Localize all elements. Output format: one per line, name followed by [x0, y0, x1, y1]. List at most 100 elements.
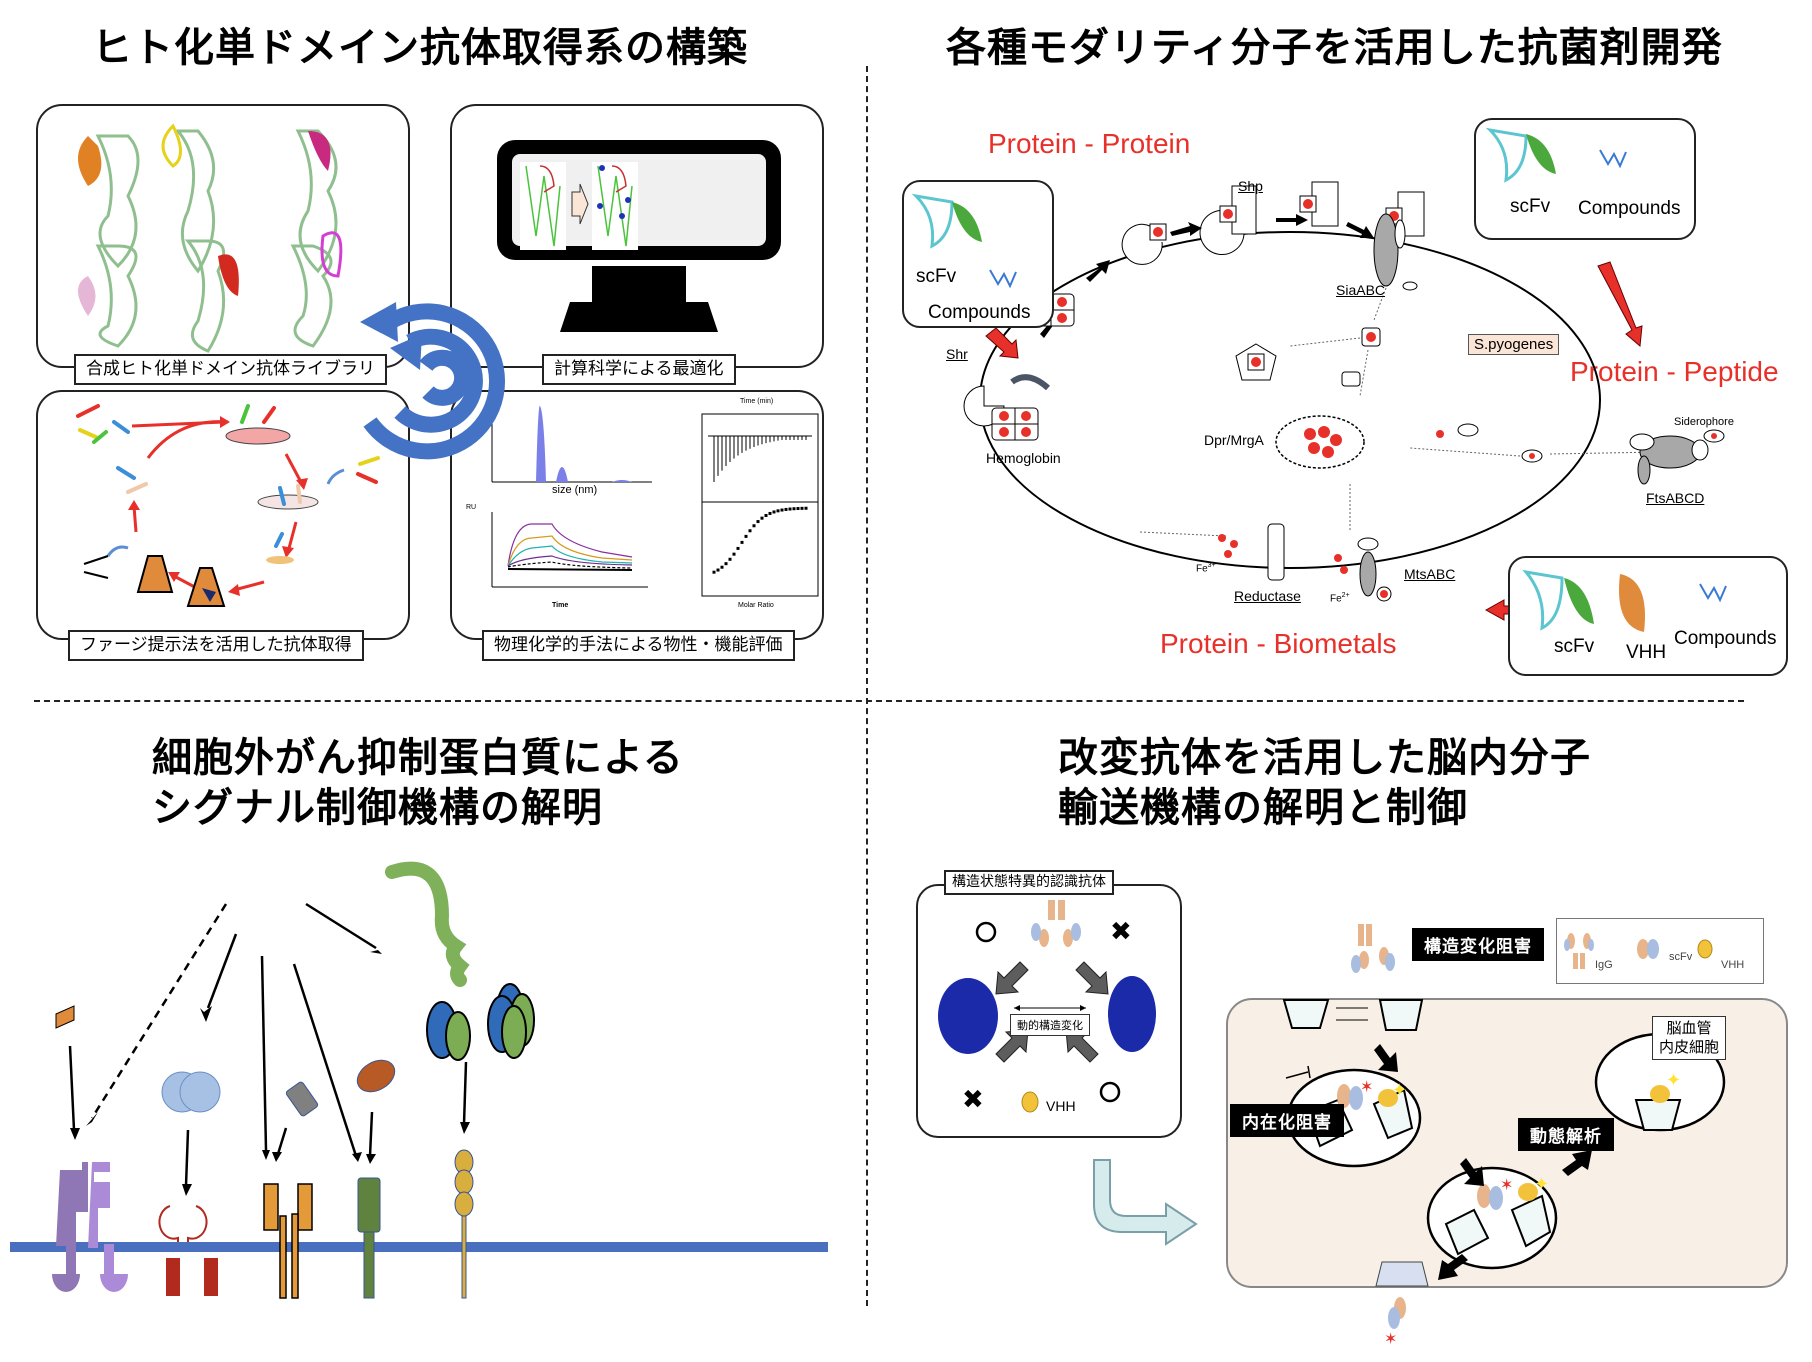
svg-text:✶: ✶ [1384, 1329, 1397, 1348]
label-reductase: Reductase [1234, 588, 1301, 604]
vertical-divider [866, 66, 868, 1306]
dls-peak-3 [612, 480, 632, 482]
legend-box: IgG scFv VHH [1556, 918, 1764, 984]
itc-point [740, 540, 744, 544]
dpr-mrga-complex [1275, 415, 1365, 469]
legend-icons [1564, 933, 1713, 969]
svg-text:✦: ✦ [1666, 1070, 1681, 1091]
itc-point [804, 506, 808, 510]
label-ftsabcd: FtsABCD [1646, 490, 1705, 506]
label-mtsabc: MtsABC [1404, 566, 1456, 582]
exported-vesicle-icon: ✶ [1375, 1261, 1429, 1348]
receptor-red [158, 1205, 208, 1242]
panel-protein-library [36, 104, 410, 368]
fe3-sup: 3+ [1207, 562, 1216, 569]
itc-point [760, 516, 764, 520]
shp-pathway [1121, 181, 1425, 291]
itc-point [732, 552, 736, 556]
brain-endothelial-cell: ✶✶ ✦✦✦ 脳血管 内皮細胞 [1226, 998, 1788, 1288]
heading-protein-biometals: Protein - Biometals [1160, 628, 1397, 659]
cell-label-line1: 脳血管 [1666, 1019, 1712, 1037]
fe3-text: Fe [1196, 563, 1208, 575]
spr-xlabel: Time [552, 602, 569, 609]
itc-point [728, 557, 732, 561]
panel-computation [450, 104, 824, 368]
cell-label-line2: 内皮細胞 [1659, 1037, 1720, 1056]
organism-tag: S.pyogenes [1468, 334, 1560, 355]
dls-chart [491, 405, 652, 483]
spr-unit: RU [466, 504, 477, 511]
itc-point [800, 506, 804, 510]
label-dynamics-analysis: 動態解析 [1518, 1118, 1614, 1151]
modality-left-compounds: Compounds [928, 302, 1031, 323]
phage-cycle-diagram [76, 404, 380, 607]
computer-monitor-icon [497, 140, 781, 332]
heading-protein-protein: Protein - Protein [988, 128, 1191, 159]
itc-bottom-xlabel: Molar Ratio [738, 602, 774, 609]
horizontal-divider [34, 700, 1744, 702]
protein-structures-icon [78, 123, 343, 353]
legend-vhh: VHH [1721, 959, 1745, 971]
panel-phage-display [36, 390, 410, 640]
modality-br-vhh: VHH [1626, 642, 1667, 663]
conformation-diagram: ✖ ✖ [938, 900, 1156, 1115]
itc-point [796, 507, 800, 511]
fe2-text: Fe [1330, 593, 1342, 605]
label-fe2: Fe2+ [1330, 592, 1350, 604]
dls-xlabel: size (nm) [552, 484, 598, 496]
modality-left-scfv: scFv [916, 266, 957, 287]
heading-protein-peptide: Protein - Peptide [1570, 356, 1779, 387]
svg-text:✖: ✖ [1110, 917, 1132, 947]
itc-top-xlabel: Time (min) [740, 398, 774, 405]
receptor-signaling-diagram [10, 861, 828, 1299]
title-brain-transport-line1: 改変抗体を活用した脳内分子 [1058, 735, 1591, 781]
title-antibacterial: 各種モダリティ分子を活用した抗菌剤開発 [946, 25, 1723, 71]
receptor-yellow [454, 1149, 474, 1299]
itc-chart [701, 413, 819, 597]
svg-text:✦: ✦ [1392, 1080, 1407, 1101]
cycle-spiral-icon [360, 302, 505, 460]
label-conformation-inhibition: 構造変化阻害 [1412, 928, 1544, 961]
svg-text:✶: ✶ [1500, 1175, 1513, 1194]
itc-point [768, 511, 772, 515]
itc-point [772, 510, 776, 514]
scfv-compound-icon [1485, 127, 1627, 183]
spr-chart [491, 512, 648, 588]
flow-arrow-icon [1093, 1159, 1198, 1246]
svg-text:✦: ✦ [1534, 1174, 1549, 1195]
scfv-vhh-compound-icon [1522, 569, 1727, 632]
itc-point [776, 509, 780, 513]
title-brain-transport-line2: 輸送機構の解明と制御 [1058, 785, 1468, 831]
endothelial-cell-label: 脳血管 内皮細胞 [1652, 1016, 1727, 1060]
label-internalization-inhibition: 内在化阻害 [1230, 1104, 1344, 1137]
itc-point [780, 508, 784, 512]
label-library: 合成ヒト化単ドメイン抗体ライブラリ [74, 354, 387, 385]
itc-point [764, 513, 768, 517]
scfv-structure-icon [911, 193, 1017, 289]
label-computation: 計算科学による最適化 [542, 354, 736, 385]
label-physchem: 物理化学的手法による物性・機能評価 [482, 630, 795, 661]
itc-point [712, 570, 716, 574]
receptor-purple [52, 1162, 128, 1292]
itc-point [720, 565, 724, 569]
dls-peak-2 [556, 467, 568, 482]
receptor-orange [263, 1183, 313, 1299]
legend-scfv: scFv [1669, 951, 1693, 963]
legend-igg: IgG [1595, 959, 1613, 971]
itc-point [752, 524, 756, 528]
cell-membrane [979, 231, 1601, 569]
itc-point [756, 520, 760, 524]
itc-point [792, 507, 796, 511]
itc-point [748, 529, 752, 533]
bacteria-iron-uptake-diagram [963, 181, 1725, 621]
label-fe3: Fe3+ [1196, 562, 1216, 574]
itc-point [784, 507, 788, 511]
itc-point [736, 546, 740, 550]
modality-br-compounds: Compounds [1674, 628, 1777, 649]
title-antibody-system: ヒト化単ドメイン抗体取得系の構築 [92, 25, 748, 71]
conformation-box-title: 構造状態特異的認識抗体 [944, 870, 1114, 895]
conformation-antibody-box: ✖ ✖ 動的構造変化 VHH [916, 884, 1182, 1138]
label-shr: Shr [946, 346, 968, 362]
vhh-label: VHH [1046, 1098, 1076, 1114]
fe2-sup: 2+ [1341, 592, 1350, 599]
